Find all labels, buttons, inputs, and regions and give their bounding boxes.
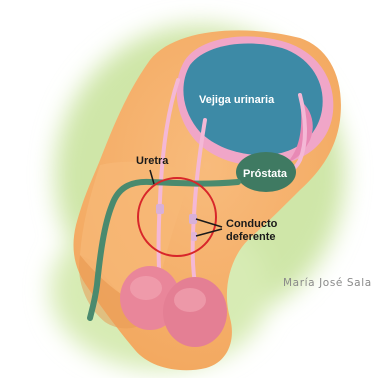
label-conducto-line2: deferente [226, 231, 276, 243]
label-conducto-line1: Conducto [226, 218, 278, 230]
vas-marker-left [156, 204, 164, 214]
vas-marker-lower [191, 232, 197, 241]
label-prostata: Próstata [243, 168, 288, 180]
label-uretra: Uretra [136, 155, 169, 167]
artist-credit: María José Sala [283, 277, 372, 289]
label-vejiga: Vejiga urinaria [199, 94, 275, 106]
vas-marker-right [189, 214, 197, 224]
